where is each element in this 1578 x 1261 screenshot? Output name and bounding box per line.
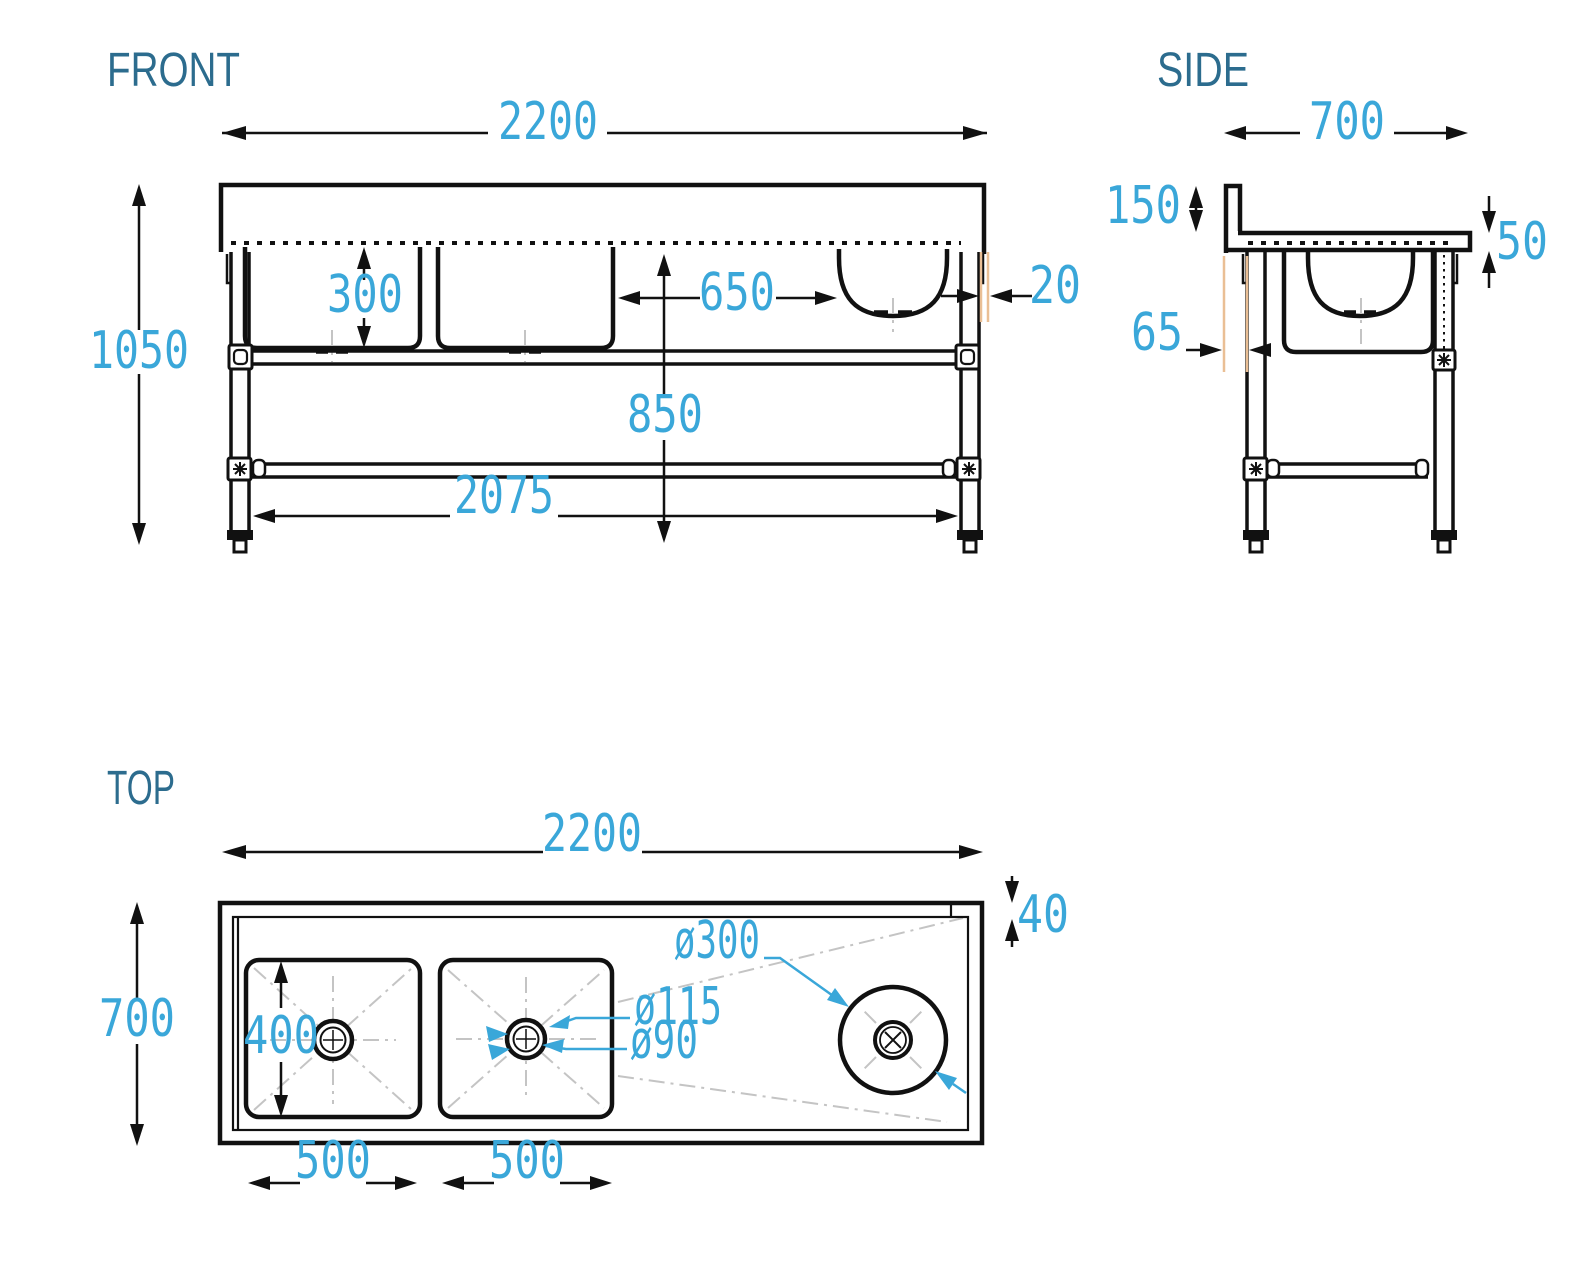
- side-dim-leg-setback-label: 65: [1131, 303, 1183, 363]
- top-dim-width: 2200: [222, 804, 983, 864]
- top-dim-bowl2-length-label: 500: [489, 1131, 565, 1191]
- top-dim-depth: 700: [99, 902, 175, 1146]
- front-view-title: FRONT: [107, 44, 240, 97]
- front-dim-bowl-depth: 300: [327, 247, 403, 348]
- front-upper-rail-cap-left: [232, 348, 249, 366]
- clamp-star-icon: [961, 461, 977, 477]
- front-dim-width: 2200: [222, 92, 987, 152]
- top-round-bowl: [837, 984, 949, 1096]
- front-upper-rail: [252, 349, 958, 366]
- side-rail-cap-left: [1265, 458, 1281, 479]
- front-dim-height: 1050: [89, 184, 189, 545]
- clamp-star-icon: [1436, 352, 1452, 368]
- side-leg-rear: [1433, 252, 1455, 530]
- front-dim-bowl-offset-label: 650: [699, 263, 775, 323]
- front-dim-worktop-height: 850: [627, 254, 703, 543]
- front-leg-left: [229, 252, 251, 530]
- top-dim-edge-lip: 40: [1005, 876, 1069, 947]
- clamp-star-icon: [1248, 461, 1264, 477]
- front-lower-rail: [252, 462, 958, 479]
- front-upper-rail-joint-left: [227, 343, 254, 371]
- front-dim-height-label: 1050: [89, 321, 189, 381]
- front-leg-left-collar: [225, 254, 231, 285]
- top-callout-drain-flange: ø115: [486, 977, 722, 1042]
- top-callout-drain: ø90: [488, 1011, 698, 1071]
- front-dim-bowl-depth-label: 300: [327, 265, 403, 325]
- top-sink1-drain: [311, 1018, 355, 1062]
- top-dim-edge-lip-label: 40: [1017, 885, 1069, 945]
- top-dim-bowl1-length: 500: [248, 1131, 417, 1191]
- front-upper-rail-joint-right: [954, 343, 981, 371]
- side-leg-rear-collar: [1453, 254, 1459, 285]
- side-dim-top-thickness: 50: [1482, 196, 1548, 288]
- front-sink-bowl-left: [242, 247, 423, 351]
- side-view-title: SIDE: [1157, 44, 1249, 97]
- front-lower-rail-cap-right: [941, 458, 957, 479]
- side-dim-leg-setback: 65: [1131, 256, 1271, 372]
- adjustable-foot: [1429, 528, 1459, 554]
- top-dim-bowl-width-label: 400: [243, 1006, 319, 1066]
- adjustable-foot: [225, 528, 255, 554]
- side-dim-depth-label: 700: [1309, 92, 1385, 152]
- top-callout-drain-flange-label: ø115: [634, 977, 722, 1037]
- top-dim-bowl1-length-label: 500: [295, 1131, 371, 1191]
- front-dim-worktop-height-label: 850: [627, 385, 703, 445]
- front-sink-bowl-center: [435, 247, 616, 351]
- top-dim-bowl-width: 400: [243, 961, 319, 1117]
- front-dim-leg-span: 2075: [253, 466, 958, 526]
- side-dim-top-thickness-label: 50: [1496, 212, 1548, 272]
- side-leg-front-collar: [1241, 254, 1247, 285]
- top-sink2-drain: [504, 1017, 548, 1061]
- side-rail: [1266, 462, 1428, 479]
- front-lower-rail-cap-left: [251, 458, 267, 479]
- top-bench-outline: [217, 900, 985, 1146]
- side-dim-splashback: 150: [1105, 176, 1203, 236]
- top-view: TOP: [99, 762, 1069, 1191]
- top-sink-bowl-left: [243, 957, 423, 1120]
- side-dim-depth: 700: [1224, 92, 1468, 152]
- side-bowl-profile: [1305, 251, 1416, 319]
- adjustable-foot: [1241, 528, 1271, 554]
- top-callout-drain-label: ø90: [630, 1011, 698, 1071]
- top-callout-round-bowl-label: ø300: [674, 911, 760, 971]
- side-view: SIDE 700: [1105, 44, 1548, 554]
- front-upper-rail-cap-right: [959, 348, 976, 366]
- front-view: FRONT: [89, 44, 1081, 554]
- side-splashback: [1223, 183, 1243, 253]
- top-dim-bowl2-length: 500: [442, 1131, 612, 1191]
- top-sink-bowl-center: [437, 957, 615, 1120]
- clamp-star-icon: [232, 461, 248, 477]
- front-dim-bowl-offset: 650: [618, 263, 837, 323]
- front-dim-overhang: 20: [941, 252, 1081, 322]
- side-sink-box: [1281, 252, 1436, 355]
- top-dim-width-label: 2200: [542, 804, 642, 864]
- front-round-bowl: [836, 249, 950, 319]
- side-dim-splashback-label: 150: [1105, 176, 1181, 236]
- front-benchtop-outline: [218, 182, 987, 254]
- top-bench-edge-details: [236, 905, 953, 1130]
- top-drainer-construction-lines: [617, 917, 964, 1123]
- side-benchtop: [1226, 230, 1473, 253]
- front-dim-overhang-label: 20: [1029, 256, 1081, 316]
- top-callout-round-bowl: ø300: [674, 911, 967, 1095]
- side-leg-front: [1245, 252, 1267, 530]
- top-dim-depth-label: 700: [99, 989, 175, 1049]
- front-dim-width-label: 2200: [498, 92, 598, 152]
- front-dim-leg-span-label: 2075: [454, 466, 554, 526]
- front-sink-centerlines: [331, 330, 526, 362]
- adjustable-foot: [955, 528, 985, 554]
- side-rail-cap-right: [1414, 458, 1430, 479]
- top-view-title: TOP: [107, 762, 175, 815]
- top-bench-inner-edge: [231, 915, 970, 1132]
